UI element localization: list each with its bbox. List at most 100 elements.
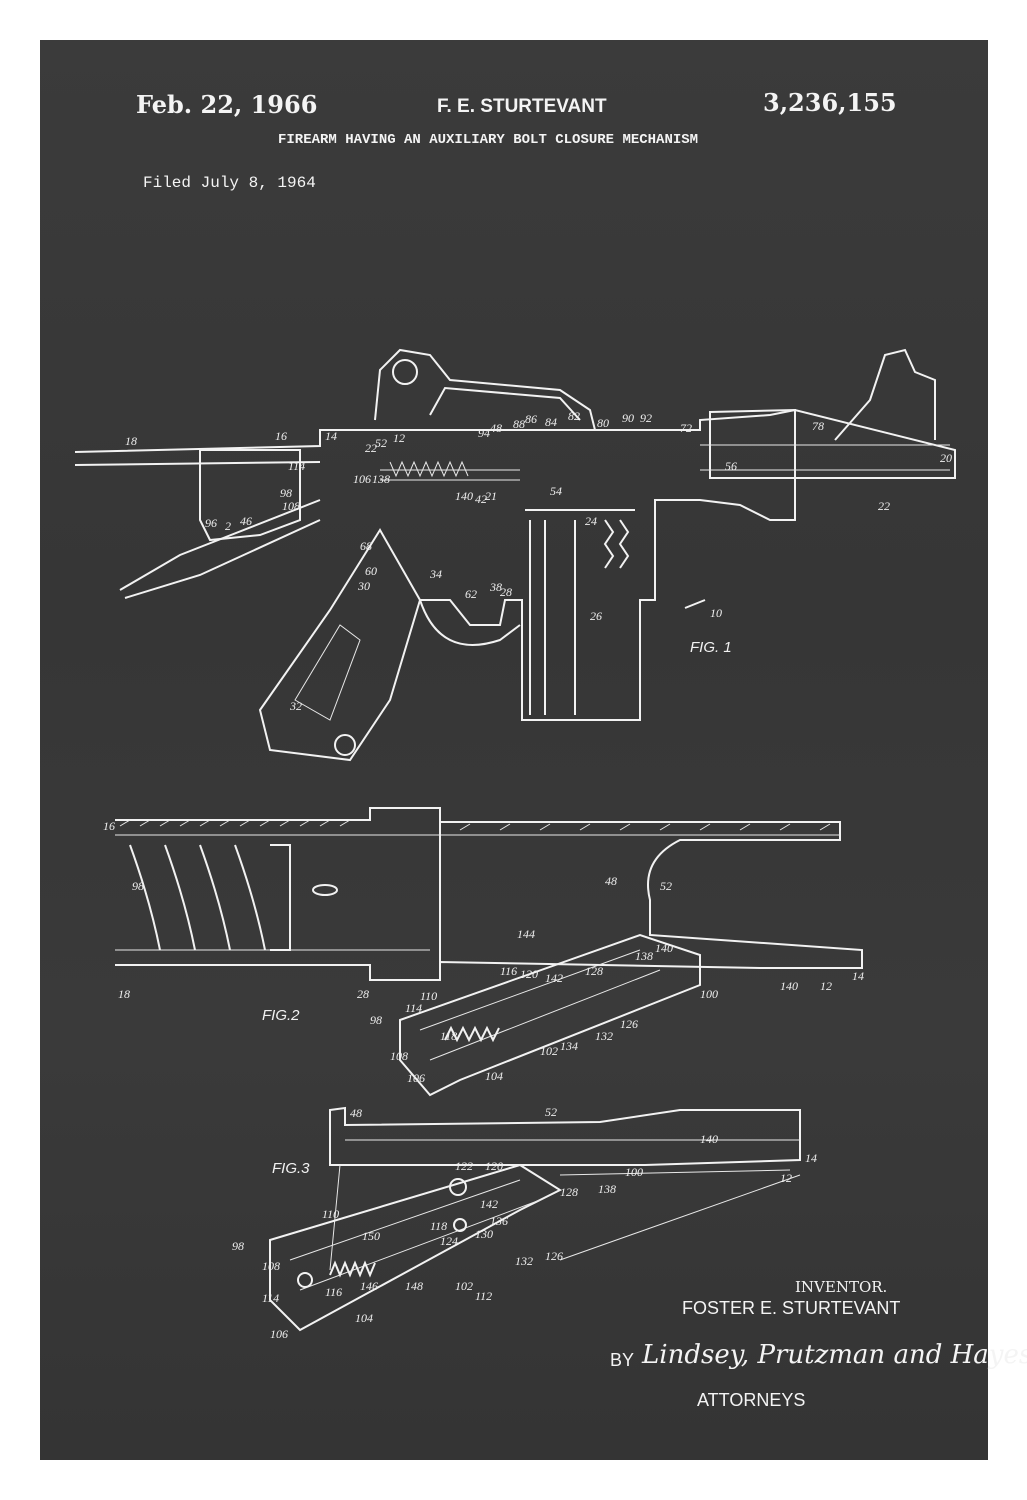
fig2-reference-numeral: 116 [500, 964, 517, 978]
fig1-reference-numeral: 16 [275, 429, 287, 443]
inventor-label: INVENTOR. [795, 1278, 888, 1296]
fig2-reference-numeral: 104 [485, 1069, 503, 1083]
fig1-reference-numeral: 18 [125, 434, 137, 448]
fig1-reference-numeral: 46 [240, 514, 252, 528]
fig3-reference-numeral: 122 [455, 1159, 473, 1173]
fig1-reference-numeral: 26 [590, 609, 602, 623]
fig2-reference-numeral: 144 [517, 927, 535, 941]
fig2-reference-numeral: 120 [520, 967, 538, 981]
fig3-drawing [269, 1106, 801, 1332]
fig1-reference-numeral: 108 [282, 499, 300, 513]
fig3-reference-numeral: 52 [545, 1105, 557, 1119]
fig3-reference-numeral: 110 [322, 1207, 339, 1221]
fig1-reference-numeral: 34 [429, 567, 442, 581]
fig3-label: FIG.3 [272, 1160, 310, 1177]
fig3-reference-numeral: 114 [262, 1291, 279, 1305]
fig1-reference-numeral: 78 [812, 419, 824, 433]
fig1-reference-numeral: 68 [360, 539, 372, 553]
fig3-reference-numeral: 136 [490, 1214, 508, 1228]
fig1-reference-numeral: 106 [353, 472, 371, 486]
fig1-reference-numeral: 21 [485, 489, 497, 503]
fig2-reference-numeral: 132 [595, 1029, 613, 1043]
fig1-reference-numeral: 56 [725, 459, 737, 473]
fig3-reference-numeral: 148 [405, 1279, 423, 1293]
fig1-reference-numeral: 96 [205, 516, 217, 530]
inventor-name: FOSTER E. STURTEVANT [682, 1298, 901, 1318]
fig3-reference-numeral: 100 [625, 1165, 643, 1179]
fig2-reference-numeral: 140 [780, 979, 798, 993]
fig2-reference-numeral: 100 [700, 987, 718, 1001]
fig1-reference-numeral: 54 [550, 484, 562, 498]
fig3-reference-numeral: 106 [270, 1327, 288, 1341]
patent-date: Feb. 22, 1966 [136, 90, 318, 119]
fig3-reference-numeral: 14 [805, 1151, 817, 1165]
fig2-reference-numeral: 142 [545, 971, 563, 985]
fig1-reference-numeral: 12 [393, 431, 405, 445]
fig1-reference-numeral: 60 [365, 564, 377, 578]
fig3-reference-numeral: 132 [515, 1254, 533, 1268]
fig1-reference-numeral: 30 [357, 579, 370, 593]
by-label: BY [610, 1350, 635, 1370]
fig1-reference-numeral: 14 [325, 429, 337, 443]
fig3-reference-numeral: 12 [780, 1171, 792, 1185]
fig2-reference-numeral: 110 [420, 989, 437, 1003]
filed-date: Filed July 8, 1964 [143, 174, 316, 192]
fig1-reference-numeral: 82 [568, 409, 580, 423]
fig1-reference-numeral: 80 [597, 416, 609, 430]
fig3-reference-numeral: 124 [440, 1234, 458, 1248]
fig1-reference-numeral: 62 [465, 587, 477, 601]
fig1-reference-numeral: 140 [455, 489, 473, 503]
fig3-reference-numeral: 120 [485, 1159, 503, 1173]
fig2-reference-numeral: 128 [585, 964, 603, 978]
fig3-reference-numeral: 126 [545, 1249, 563, 1263]
fig1-reference-numeral: 90 [622, 411, 634, 425]
attorneys-signature: Lindsey, Prutzman and Hayes [642, 1340, 1027, 1370]
patent-drawing-board [40, 40, 988, 1460]
fig1-label: FIG. 1 [690, 639, 732, 656]
fig2-reference-numeral: 108 [390, 1049, 408, 1063]
fig1-reference-numeral: 94 [478, 426, 490, 440]
fig2-reference-numeral: 14 [852, 969, 864, 983]
fig1-reference-numeral: 24 [585, 514, 597, 528]
fig1-reference-numeral: 52 [375, 436, 387, 450]
fig1-reference-numeral: 22 [878, 499, 890, 513]
fig2-reference-numeral: 134 [560, 1039, 578, 1053]
fig2-reference-numeral: 18 [118, 987, 130, 1001]
fig1-reference-numeral: 2 [225, 519, 231, 533]
fig3-reference-numeral: 150 [362, 1229, 380, 1243]
fig3-reference-numeral: 102 [455, 1279, 473, 1293]
fig2-reference-numeral: 114 [405, 1001, 422, 1015]
fig1-reference-numeral: 22 [365, 441, 377, 455]
fig3-reference-numeral: 128 [560, 1185, 578, 1199]
fig1-reference-numeral: 72 [680, 421, 692, 435]
fig1-reference-numeral: 92 [640, 411, 652, 425]
fig3-reference-numeral: 48 [350, 1106, 362, 1120]
fig1-reference-numeral: 114 [288, 459, 305, 473]
fig3-reference-numeral: 142 [480, 1197, 498, 1211]
fig2-reference-numeral: 126 [620, 1017, 638, 1031]
fig2-reference-numeral: 28 [357, 987, 369, 1001]
fig1-reference-numeral: 88 [513, 417, 525, 431]
fig1-reference-numeral: 98 [280, 486, 292, 500]
fig1-reference-numeral: 138 [372, 472, 390, 486]
fig3-reference-numeral: 140 [700, 1132, 718, 1146]
fig1-reference-numeral: 10 [710, 606, 722, 620]
fig3-reference-numeral: 118 [430, 1219, 447, 1233]
fig2-reference-numeral: 138 [635, 949, 653, 963]
patent-title: FIREARM HAVING AN AUXILIARY BOLT CLOSURE… [278, 132, 699, 148]
fig1-reference-numeral: 38 [489, 580, 502, 594]
fig1-reference-numeral: 48 [490, 421, 502, 435]
fig3-reference-numeral: 104 [355, 1311, 373, 1325]
fig3-reference-numeral: 112 [475, 1289, 492, 1303]
fig2-reference-numeral: 106 [407, 1071, 425, 1085]
fig2-reference-numeral: 48 [605, 874, 617, 888]
fig2-reference-numeral: 12 [820, 979, 832, 993]
fig3-reference-numeral: 130 [475, 1227, 493, 1241]
fig2-reference-numeral: 102 [540, 1044, 558, 1058]
fig3-reference-numeral: 146 [360, 1279, 378, 1293]
fig1-reference-numeral: 20 [940, 451, 952, 465]
fig1-reference-numeral: 32 [289, 699, 302, 713]
fig2-drawing [115, 807, 863, 1097]
